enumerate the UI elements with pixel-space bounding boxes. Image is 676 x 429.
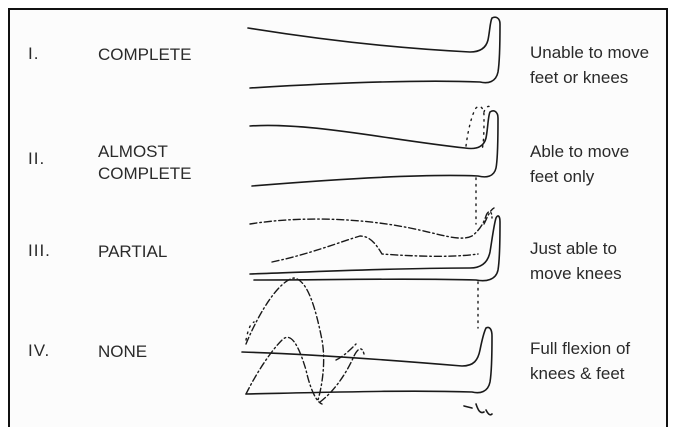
leg-illustrations — [10, 10, 666, 429]
leg-figure-complete — [248, 17, 500, 88]
diagram-frame: I. COMPLETE Unable to move feet or knees… — [8, 8, 668, 427]
leg-figure-almost-complete — [250, 106, 498, 186]
leg-figure-none — [242, 278, 492, 415]
reference-line — [476, 178, 478, 328]
leg-figure-partial — [250, 208, 500, 281]
